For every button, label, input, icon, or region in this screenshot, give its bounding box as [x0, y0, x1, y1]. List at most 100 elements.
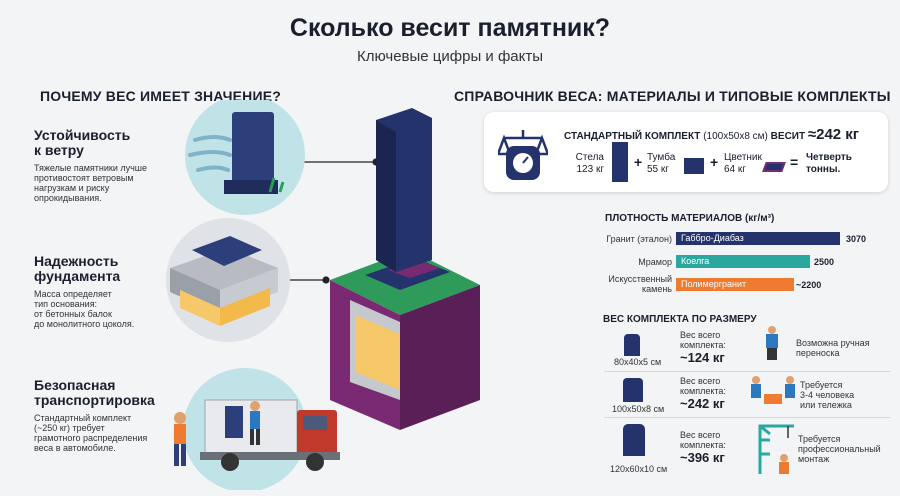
density-row: Гранит (эталон) Габбро-Диабаз 3070 [600, 232, 890, 248]
weight-caption: Вес всего [680, 430, 721, 440]
size-label: 80x40x5 см [614, 357, 662, 367]
stela-icon [623, 378, 643, 402]
desc-line: Стандартный комплект [34, 413, 132, 423]
label-line: камень [642, 284, 672, 294]
desc-line: (~250 кг) требует [34, 423, 105, 433]
label-line: Искусственный [608, 274, 672, 284]
foundation-icon [166, 218, 290, 342]
worker-icon [250, 401, 260, 445]
left-section-heading: ПОЧЕМУ ВЕС ИМЕЕТ ЗНАЧЕНИЕ? [40, 88, 282, 104]
cvetnik-name: Цветник [724, 152, 762, 163]
standard-kit-card: СТАНДАРТНЫЙ КОМПЛЕКТ (100x50x8 см) ВЕСИТ… [484, 112, 888, 192]
density-value: 2500 [814, 257, 835, 267]
left-item-desc: Масса определяет тип основания: от бетон… [34, 289, 184, 329]
note-line: Возможна ручная [796, 338, 870, 348]
weight-caption: Вес всего [680, 376, 721, 386]
tumba-name: Тумба [647, 152, 676, 163]
desc-line: опрокидывания. [34, 193, 102, 203]
left-item-desc: Стандартный комплект (~250 кг) требует г… [34, 413, 174, 453]
desc-line: противостоят ветровым [34, 173, 134, 183]
density-bar: Коелга [676, 255, 810, 268]
title-line: Надежность [34, 253, 119, 269]
cvetnik-value: 64 кг [724, 164, 746, 175]
stela-icon [623, 424, 645, 456]
kit-total: ≈242 кг [807, 126, 860, 143]
density-value: ~2200 [796, 280, 822, 290]
scale-icon [498, 130, 548, 180]
title-line: к ветру [34, 142, 84, 158]
kit-weighs: ВЕСИТ [770, 131, 806, 142]
title-line: транспортировка [34, 392, 155, 408]
stela-icon [612, 142, 628, 182]
weight-caption: комплекта: [680, 340, 726, 350]
divider [604, 371, 890, 372]
desc-line: веса в автомобиле. [34, 443, 116, 453]
size-label: 120x60x10 см [610, 464, 668, 474]
divider [604, 417, 890, 418]
density-bar-label: Габбро-Диабаз [681, 233, 744, 243]
stela-value: 123 кг [576, 164, 605, 175]
desc-line: нагрузкам и риску [34, 183, 110, 193]
stela-icon [624, 334, 640, 356]
note-line: Требуется [800, 380, 843, 390]
kit-label: СТАНДАРТНЫЙ КОМПЛЕКТ [564, 131, 701, 142]
plus-sign: + [710, 154, 719, 170]
desc-line: от бетонных балок [34, 309, 112, 319]
density-label: Искусственный камень [600, 274, 672, 294]
workers-icon [751, 376, 798, 412]
size-note: Требуется 3-4 человека или тележка [800, 380, 854, 410]
kit-result: Четверть тонны. [806, 152, 852, 176]
note-line: профессиональный [798, 444, 881, 454]
result-line: Четверть [806, 152, 852, 163]
weight-value: ~124 кг [680, 350, 725, 365]
worker-icon [174, 412, 186, 466]
density-bar: Полимергранит [676, 278, 794, 291]
weight-value: ~242 кг [680, 396, 725, 411]
density-label: Гранит (эталон) [606, 234, 672, 244]
kit-dims: (100x50x8 см) [703, 131, 768, 142]
density-heading: ПЛОТНОСТЬ МАТЕРИАЛОВ (кг/м³) [605, 213, 775, 224]
desc-line: Масса определяет [34, 289, 112, 299]
weight-caption: комплекта: [680, 386, 726, 396]
illustration-area [166, 100, 480, 490]
stela-name: Стела [575, 152, 604, 163]
density-value: 3070 [846, 234, 867, 244]
note-line: или тележка [800, 400, 852, 410]
title-line: Безопасная [34, 377, 116, 393]
size-row-1-icon [606, 328, 662, 366]
density-row: Мрамор Коелга 2500 [600, 255, 890, 271]
weight-caption: Вес всего [680, 330, 721, 340]
monument-cross-section [330, 108, 480, 430]
right-section-heading: СПРАВОЧНИК ВЕСА: МАТЕРИАЛЫ И ТИПОВЫЕ КОМ… [454, 88, 891, 104]
desc-line: грамотного распределения [34, 433, 148, 443]
page-subtitle: Ключевые цифры и факты [356, 48, 544, 65]
page-title: Сколько весит памятник? [289, 14, 611, 42]
equals-sign: = [790, 154, 799, 170]
size-row-2-icon [606, 372, 662, 406]
size-weight: Вес всего комплекта: ~242 кг [680, 376, 726, 411]
title-line: Устойчивость [34, 127, 131, 143]
density-bar-label: Полимергранит [681, 279, 747, 289]
left-item-desc: Тяжелые памятники лучше противостоят вет… [34, 163, 199, 203]
cvetnik-weight: Цветник 64 кг [724, 152, 762, 176]
note-line: переноска [796, 348, 840, 358]
tumba-icon [684, 158, 704, 174]
size-label: 100x50x8 см [612, 404, 665, 414]
title-line: фундамента [34, 268, 121, 284]
desc-line: Тяжелые памятники лучше [34, 163, 148, 173]
worker-icon [766, 326, 778, 362]
tumba-value: 55 кг [647, 164, 669, 175]
density-bar-label: Коелга [681, 256, 710, 266]
tumba-weight: Тумба 55 кг [647, 152, 675, 176]
standard-kit-label: СТАНДАРТНЫЙ КОМПЛЕКТ (100x50x8 см) ВЕСИТ… [564, 126, 859, 143]
size-weight: Вес всего комплекта: ~124 кг [680, 330, 726, 365]
size-weight: Вес всего комплекта: ~396 кг [680, 430, 726, 465]
plus-sign: + [634, 154, 643, 170]
note-line: Требуется [798, 434, 841, 444]
size-note: Требуется профессиональный монтаж [798, 434, 881, 464]
note-line: 3-4 человека [800, 390, 855, 400]
note-line: монтаж [798, 454, 830, 464]
